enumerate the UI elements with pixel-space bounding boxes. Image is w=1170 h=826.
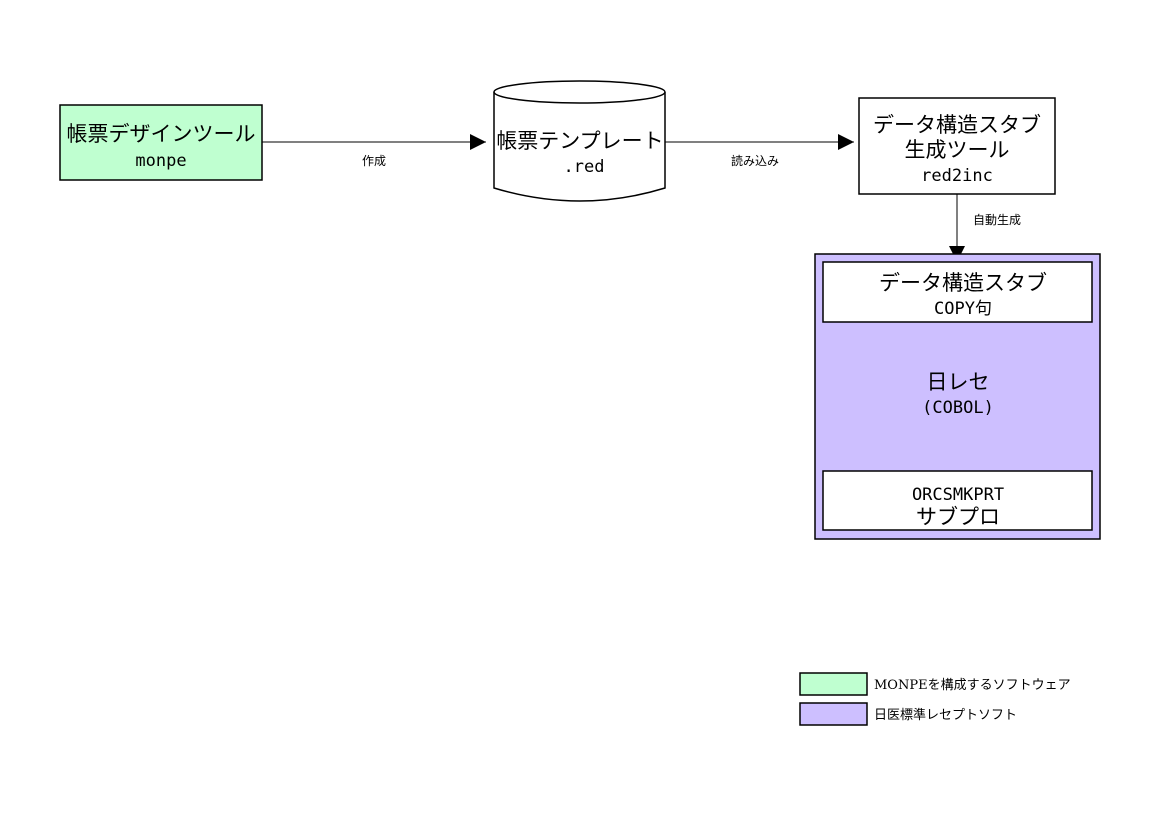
stub-title: データ構造スタブ bbox=[879, 271, 1047, 295]
legend-swatch-monpe bbox=[799, 672, 868, 696]
edge-generate-label: 自動生成 bbox=[973, 213, 1021, 227]
node-red2inc: データ構造スタブ 生成ツール red2inc bbox=[858, 97, 1056, 195]
node-monpe: 帳票デザインツール monpe bbox=[59, 104, 263, 181]
subpro-name: ORCSMKPRT bbox=[912, 485, 1004, 505]
legend-item-monpe: MONPEを構成するソフトウェア bbox=[799, 672, 1071, 696]
node-monpe-box bbox=[59, 104, 263, 181]
edge-create: 作成 bbox=[262, 134, 486, 168]
node-template: 帳票テンプレート .red bbox=[493, 80, 666, 202]
template-cylinder-body bbox=[493, 92, 666, 202]
template-cylinder-top bbox=[493, 80, 666, 104]
stub-copy: COPY句 bbox=[934, 299, 992, 319]
node-nichire: データ構造スタブ COPY句 日レセ (COBOL) ORCSMKPRT サブプ… bbox=[814, 253, 1101, 540]
node-template-title: 帳票テンプレート bbox=[496, 129, 663, 153]
legend-swatch-nichire bbox=[799, 702, 868, 726]
legend: MONPEを構成するソフトウェア 日医標準レセプトソフト bbox=[799, 672, 1071, 726]
stub-box bbox=[822, 261, 1093, 323]
edge-generate: 自動生成 bbox=[949, 194, 1021, 262]
node-red2inc-title-1: データ構造スタブ bbox=[873, 113, 1041, 137]
node-monpe-title: 帳票デザインツール bbox=[67, 122, 256, 146]
nichire-title: 日レセ bbox=[927, 370, 990, 394]
legend-label-monpe: MONPEを構成するソフトウェア bbox=[874, 678, 1071, 693]
node-red2inc-box bbox=[858, 97, 1056, 195]
edge-read-label: 読み込み bbox=[731, 153, 779, 168]
edge-create-label: 作成 bbox=[362, 154, 386, 168]
subpro-box bbox=[822, 470, 1093, 531]
legend-item-nichire: 日医標準レセプトソフト bbox=[799, 702, 1017, 726]
node-red2inc-name: red2inc bbox=[921, 166, 993, 186]
node-monpe-name: monpe bbox=[135, 151, 186, 171]
legend-label-nichire: 日医標準レセプトソフト bbox=[874, 707, 1017, 723]
subpro-title: サブプロ bbox=[916, 505, 1000, 529]
edge-read: 読み込み bbox=[665, 134, 854, 168]
nichire-lang: (COBOL) bbox=[922, 398, 994, 418]
node-template-ext: .red bbox=[564, 157, 605, 177]
node-red2inc-title-2: 生成ツール bbox=[905, 138, 1010, 162]
